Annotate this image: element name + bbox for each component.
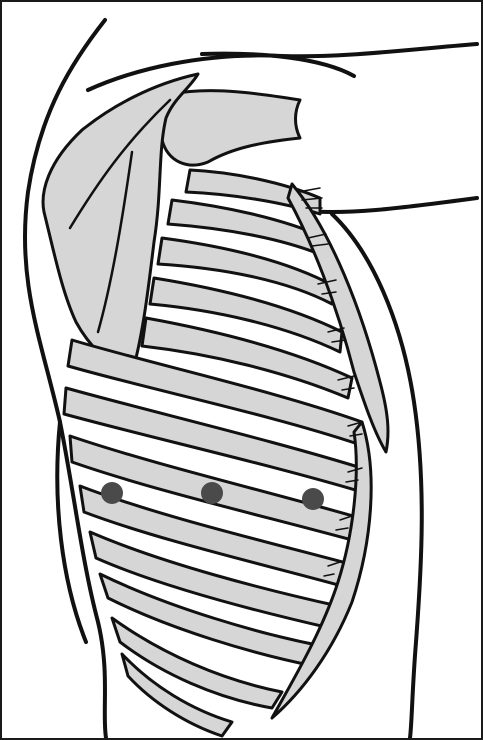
marker-dot [302,488,324,510]
arm-line [298,198,477,212]
marker-dot [101,482,123,504]
shoulder-outline [88,44,477,90]
marker-dot [201,482,223,504]
humeral-head [159,91,300,165]
